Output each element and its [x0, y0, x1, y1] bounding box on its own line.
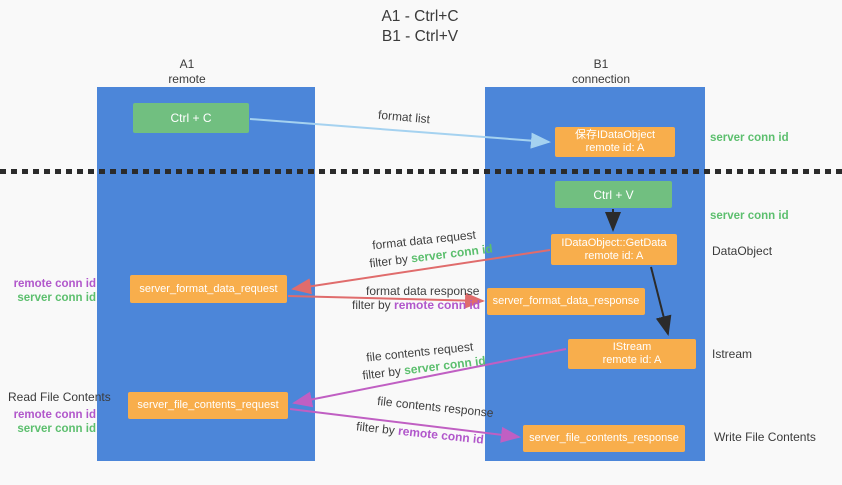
file-response-label: server_file_contents_response — [529, 432, 679, 444]
istream-line1: IStream — [612, 341, 652, 353]
edge-label-file-response-filter: filter by remote conn id — [356, 419, 485, 446]
save-dataobject-line2: remote id: A — [585, 142, 645, 154]
format-response-node: server_format_data_response — [487, 288, 645, 315]
ctrl-v-label: Ctrl + V — [593, 187, 634, 202]
filter-by-text: filter by — [352, 298, 391, 312]
getdata-line2: remote id: A — [584, 249, 644, 262]
column-header-b1: B1 connection — [546, 57, 656, 87]
side-label-dataobject: DataObject — [712, 244, 773, 258]
ctrl-c-label: Ctrl + C — [170, 111, 212, 125]
istream-line2: remote id: A — [602, 354, 662, 366]
edge-label-format-response-filter: filter by remote conn id — [352, 298, 480, 312]
side-label-remote-conn-id-format: remote conn id — [13, 278, 96, 290]
filter-by-text: filter by — [368, 251, 409, 271]
page-title-line2: B1 - Ctrl+V — [381, 28, 459, 45]
page-title-line1: A1 - Ctrl+C — [381, 8, 459, 25]
side-label-server-conn-id-mid: server conn id — [710, 210, 789, 222]
file-response-node: server_file_contents_response — [523, 425, 685, 452]
file-request-node: server_file_contents_request — [128, 392, 288, 419]
remote-conn-id-key: remote conn id — [394, 298, 481, 312]
edge-label-format-response: format data response — [366, 284, 480, 298]
side-label-read-file-contents: Read File Contents — [8, 390, 111, 404]
column-header-a1: A1 remote — [132, 57, 242, 87]
side-label-server-conn-id-file: server conn id — [17, 423, 96, 435]
edge-label-file-response: file contents response — [376, 393, 495, 421]
file-request-label: server_file_contents_request — [137, 399, 279, 411]
side-label-write-file-contents: Write File Contents — [714, 430, 816, 444]
side-label-server-conn-id-top: server conn id — [710, 132, 789, 144]
format-request-node: server_format_data_request — [130, 275, 287, 303]
column-a1-subtitle: remote — [168, 72, 206, 86]
save-dataobject-line1: 保存IDataObject — [574, 129, 656, 141]
istream-node: IStream remote id: A — [568, 339, 696, 369]
ctrl-c-node: Ctrl + C — [133, 103, 249, 133]
getdata-line1: IDataObject::GetData — [561, 236, 667, 249]
side-label-remote-conn-id-file: remote conn id — [13, 409, 96, 421]
edge-label-format-list: format list — [377, 107, 431, 127]
page-title: A1 - Ctrl+C B1 - Ctrl+V — [300, 7, 540, 47]
format-response-label: server_format_data_response — [492, 295, 640, 307]
ctrl-v-node: Ctrl + V — [555, 181, 672, 208]
column-b1-subtitle: connection — [571, 72, 631, 86]
filter-by-text: filter by — [355, 419, 396, 438]
filter-by-text: filter by — [361, 363, 402, 383]
save-dataobject-node: 保存IDataObject remote id: A — [555, 127, 675, 157]
format-request-label: server_format_data_request — [139, 282, 278, 295]
remote-conn-id-key: remote conn id — [397, 423, 485, 447]
side-label-istream: Istream — [712, 347, 753, 361]
side-label-server-conn-id-format: server conn id — [17, 292, 96, 304]
column-b1-name: B1 — [593, 57, 609, 71]
column-a1-name: A1 — [179, 57, 195, 71]
dashed-divider-line — [0, 169, 842, 174]
getdata-node: IDataObject::GetData remote id: A — [551, 234, 677, 265]
